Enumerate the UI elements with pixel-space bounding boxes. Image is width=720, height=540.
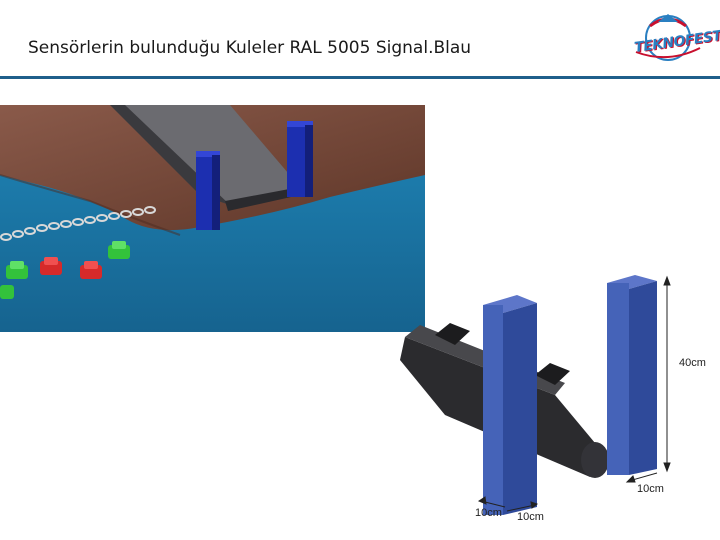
teknofest-logo: TEKNOFEST [628, 8, 720, 74]
scene-tower-left [196, 151, 220, 230]
slide-header: Sensörlerin bulunduğu Kuleler RAL 5005 S… [0, 0, 720, 80]
buoys [0, 241, 130, 299]
tower-left [483, 295, 537, 515]
width-dimension-label-right: 10cm [637, 483, 664, 495]
tower-dimensions-diagram: 40cm 10cm 10cm 10cm [395, 265, 720, 535]
width-dimension-label-left: 10cm [475, 507, 502, 519]
logo-graphic [635, 14, 701, 61]
header-divider [0, 76, 720, 79]
tower-right [607, 275, 657, 475]
height-dimension-label: 40cm [679, 357, 706, 369]
slide-title: Sensörlerin bulunduğu Kuleler RAL 5005 S… [28, 38, 472, 58]
scene-render-image [0, 105, 425, 332]
depth-dimension-label-left: 10cm [517, 511, 544, 523]
scene-tower-right [287, 121, 313, 197]
